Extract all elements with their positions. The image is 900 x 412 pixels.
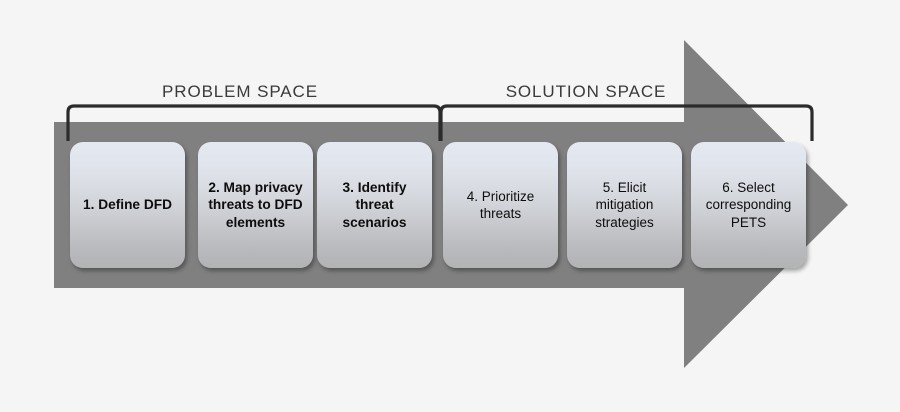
step-box-4[interactable]: 4. Prioritize threats (443, 142, 558, 268)
step-label-2: 2. Map privacy threats to DFD elements (208, 179, 303, 230)
step-box-1[interactable]: 1. Define DFD (70, 142, 185, 268)
step-label-1: 1. Define DFD (83, 197, 172, 213)
step-label-3: 3. Identify threat scenarios (342, 179, 407, 230)
step-box-5[interactable]: 5. Elicit mitigation strategies (567, 142, 682, 268)
step-label-6: 6. Select corresponding PETS (705, 180, 792, 230)
step-box-6[interactable]: 6. Select corresponding PETS (691, 142, 806, 268)
step-box-2[interactable]: 2. Map privacy threats to DFD elements (198, 142, 313, 268)
step-label-4: 4. Prioritize threats (466, 188, 535, 221)
phase-label-solution-space: SOLUTION SPACE (505, 82, 667, 101)
step-label-5: 5. Elicit mitigation strategies (595, 180, 654, 230)
step-box-3[interactable]: 3. Identify threat scenarios (317, 142, 432, 268)
phase-label-problem-space: PROBLEM SPACE (162, 82, 318, 101)
